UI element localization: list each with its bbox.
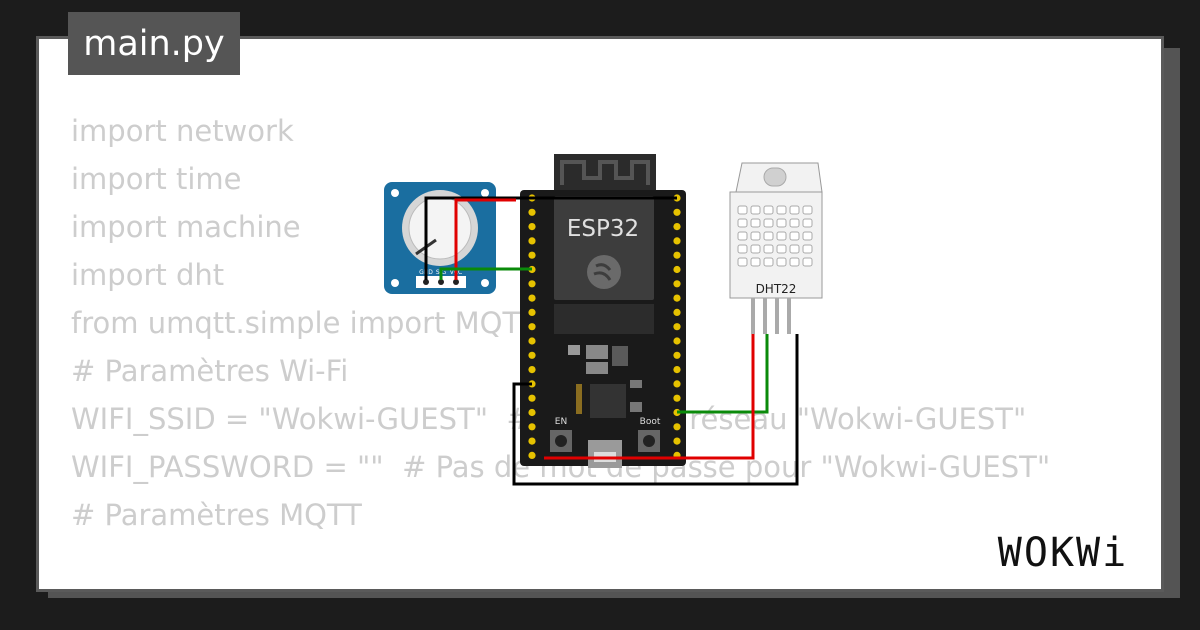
vent-hole xyxy=(750,244,761,254)
code-line: # Paramètres Wi-Fi xyxy=(71,354,349,388)
header-pin xyxy=(528,237,536,245)
dht22-sensor[interactable]: DHT22 xyxy=(729,162,823,334)
header-pin xyxy=(673,323,681,331)
header-pin xyxy=(528,351,536,359)
header-pin xyxy=(673,308,681,316)
wire-pot-gnd[interactable] xyxy=(424,196,677,280)
vent-hole xyxy=(802,244,813,254)
header-pin xyxy=(673,437,681,445)
header-pin xyxy=(528,408,536,417)
header-pin xyxy=(673,423,681,431)
header-pin xyxy=(528,451,536,459)
header-pin xyxy=(528,394,536,402)
dht-vent-grid xyxy=(737,205,813,267)
vent-hole xyxy=(776,231,787,241)
vent-hole xyxy=(763,218,774,228)
wire-dht-gnd[interactable] xyxy=(512,334,799,486)
wire-pot-vcc[interactable] xyxy=(454,198,516,280)
file-tab[interactable]: main.py xyxy=(68,12,240,75)
vent-hole xyxy=(802,257,813,267)
code-line: WIFI_PASSWORD = "" # Pas de mot de passe… xyxy=(71,450,1051,484)
usb-chip xyxy=(590,384,626,418)
vent-hole xyxy=(802,218,813,228)
code-line: import dht xyxy=(71,258,225,292)
header-pin xyxy=(528,366,536,374)
header-pin xyxy=(528,294,536,302)
dht22-label: DHT22 xyxy=(756,282,797,296)
header-pin xyxy=(528,223,536,231)
vent-hole xyxy=(789,257,800,267)
header-pin xyxy=(673,280,681,288)
header-pin xyxy=(673,265,681,274)
vent-hole xyxy=(750,218,761,228)
header-pin xyxy=(673,380,681,388)
header-pin xyxy=(673,351,681,359)
vent-hole xyxy=(737,231,748,241)
vent-hole xyxy=(776,244,787,254)
svg-text:WOKWi: WOKWi xyxy=(998,530,1128,576)
vent-hole xyxy=(763,205,774,215)
header-pin xyxy=(528,323,536,331)
vent-hole xyxy=(776,257,787,267)
vent-hole xyxy=(737,205,748,215)
code-editor: import network import time import machine i… xyxy=(71,107,1050,539)
vent-hole xyxy=(763,231,774,241)
esp32-board[interactable]: ESP32 EN Boot xyxy=(520,154,686,468)
header-pin xyxy=(673,251,681,259)
header-pin xyxy=(528,280,536,288)
header-pin xyxy=(673,366,681,374)
header-pin xyxy=(673,337,681,345)
vent-hole xyxy=(750,257,761,267)
code-line: import time xyxy=(71,162,242,196)
header-pin xyxy=(673,208,681,216)
vent-hole xyxy=(802,231,813,241)
vent-hole xyxy=(776,205,787,215)
svg-text:Boot: Boot xyxy=(640,417,661,427)
esp32-label: ESP32 xyxy=(567,216,639,242)
header-pin xyxy=(528,251,536,259)
espressif-logo-icon xyxy=(587,255,621,289)
vent-hole xyxy=(763,244,774,254)
header-pin xyxy=(673,223,681,231)
wokwi-logo: WOKWi xyxy=(998,530,1128,576)
header-pin xyxy=(528,337,536,345)
wire-pot-sig[interactable] xyxy=(439,267,532,280)
wire-dht-data[interactable] xyxy=(677,334,769,414)
vent-hole xyxy=(737,257,748,267)
code-line: from umqtt.simple import MQTTClient xyxy=(71,306,620,340)
vent-hole xyxy=(750,205,761,215)
header-pin xyxy=(673,394,681,402)
code-line: # Paramètres MQTT xyxy=(71,498,362,532)
header-pin xyxy=(528,437,536,445)
header-pin xyxy=(673,294,681,302)
vent-hole xyxy=(789,205,800,215)
code-line: import machine xyxy=(71,210,301,244)
vent-hole xyxy=(737,218,748,228)
vent-hole xyxy=(776,218,787,228)
code-line: import network xyxy=(71,114,294,148)
vent-hole xyxy=(802,205,813,215)
svg-text:EN: EN xyxy=(555,417,567,427)
header-pin xyxy=(673,237,681,245)
wires xyxy=(424,196,799,486)
vent-hole xyxy=(750,231,761,241)
header-pin xyxy=(528,208,536,216)
wire-dht-vcc[interactable] xyxy=(544,334,755,460)
vent-hole xyxy=(737,244,748,254)
vent-hole xyxy=(763,257,774,267)
header-pin xyxy=(528,308,536,316)
vent-hole xyxy=(789,244,800,254)
vent-hole xyxy=(789,218,800,228)
vent-hole xyxy=(789,231,800,241)
header-pin xyxy=(528,423,536,431)
